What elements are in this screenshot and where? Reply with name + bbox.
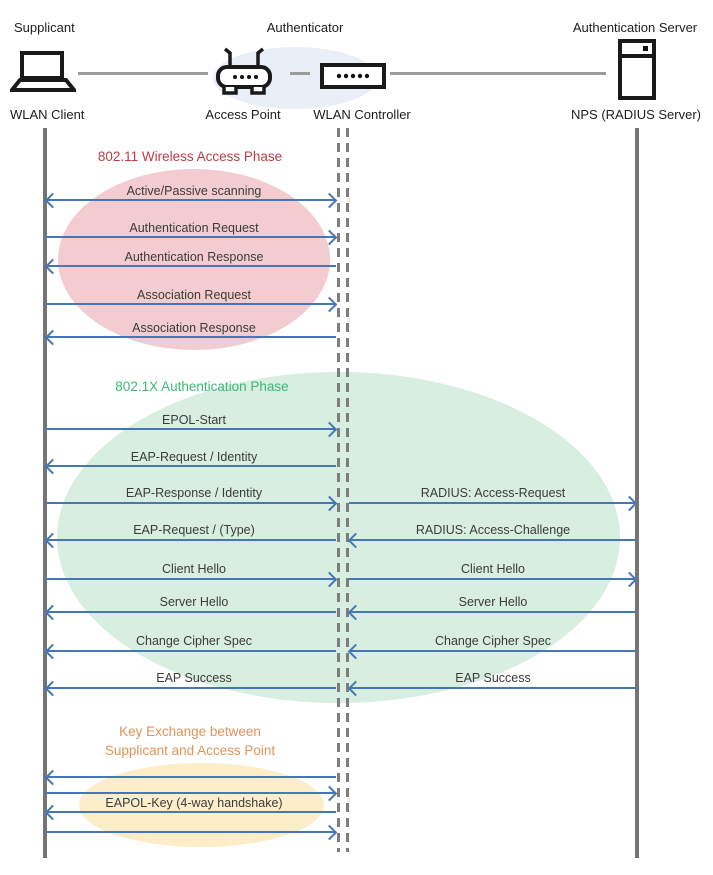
- message-arrow-both: [46, 199, 336, 201]
- message-arrow-left: [46, 611, 336, 613]
- message-arrow-left: [46, 265, 336, 267]
- message-arrow-left: [349, 650, 636, 652]
- key-exchange-title-line2: Supplicant and Access Point: [104, 743, 276, 758]
- message-arrow-right: [46, 236, 336, 238]
- message-arrow-left: [349, 687, 636, 689]
- message-label: EAP Success: [156, 671, 232, 685]
- message-label: EAP Success: [455, 671, 531, 685]
- message-label: EAP-Response / Identity: [125, 486, 263, 500]
- message-label: Authentication Request: [129, 221, 259, 235]
- message-label: EPOL-Start: [162, 413, 226, 427]
- message-arrow-left: [46, 650, 336, 652]
- role-authentication-server: Authentication Server: [572, 20, 698, 35]
- label-wlan-controller: WLAN Controller: [313, 107, 411, 122]
- message-arrow-left: [46, 687, 336, 689]
- message-arrow-left: [46, 465, 336, 467]
- lifeline-wlan-client: [43, 128, 47, 858]
- role-supplicant: Supplicant: [14, 20, 75, 35]
- lifeline-nps-server: [635, 128, 639, 858]
- key-exchange-phase-title: Key Exchange between Supplicant and Acce…: [60, 722, 320, 760]
- label-nps-radius-server: NPS (RADIUS Server): [570, 107, 702, 122]
- laptop-icon: [10, 51, 76, 92]
- message-label: Active/Passive scanning: [126, 184, 262, 198]
- message-arrow-right: [46, 303, 336, 305]
- message-label: Change Cipher Spec: [434, 634, 552, 648]
- connector-dash: [290, 72, 310, 75]
- server-icon: [618, 39, 656, 100]
- message-label: Client Hello: [461, 562, 525, 576]
- label-access-point: Access Point: [205, 107, 281, 122]
- message-arrow-right: [349, 578, 636, 580]
- message-arrow-right: [46, 502, 336, 504]
- eapol-arrow-right: [46, 831, 336, 833]
- message-label: Client Hello: [162, 562, 226, 576]
- message-label: EAP-Request / Identity: [130, 450, 258, 464]
- message-label: Server Hello: [159, 595, 229, 609]
- wireless-access-phase-title: 802.11 Wireless Access Phase: [97, 149, 283, 164]
- lifeline-wlan-controller-left: [337, 128, 340, 852]
- message-arrow-left: [46, 539, 336, 541]
- message-arrow-left: [46, 336, 336, 338]
- key-exchange-title-line1: Key Exchange between: [119, 724, 261, 739]
- message-label: Server Hello: [458, 595, 528, 609]
- authentication-phase-title: 802.1X Authentication Phase: [115, 379, 289, 394]
- connector-line: [390, 72, 606, 75]
- eapol-arrow-left: [46, 776, 336, 778]
- eapol-key-label: EAPOL-Key (4-way handshake): [105, 796, 283, 810]
- access-point-icon: [216, 47, 272, 95]
- message-label: Association Response: [132, 321, 256, 335]
- message-arrow-right: [46, 428, 336, 430]
- message-arrow-left: [349, 539, 636, 541]
- connector-line: [78, 72, 208, 75]
- message-label: Change Cipher Spec: [135, 634, 253, 648]
- message-arrow-right: [46, 578, 336, 580]
- eapol-arrow-left: [46, 811, 336, 813]
- message-label: EAP-Request / (Type): [133, 523, 255, 537]
- message-label: RADIUS: Access-Request: [420, 486, 566, 500]
- message-label: Association Request: [137, 288, 251, 302]
- message-label: RADIUS: Access-Challenge: [415, 523, 571, 537]
- label-wlan-client: WLAN Client: [10, 107, 85, 122]
- message-arrow-left: [349, 611, 636, 613]
- lifeline-wlan-controller-right: [346, 128, 349, 852]
- role-authenticator: Authenticator: [266, 20, 344, 35]
- eapol-arrow-right: [46, 792, 336, 794]
- wlan-controller-icon: [320, 63, 386, 89]
- message-label: Authentication Response: [124, 250, 264, 264]
- message-arrow-right: [349, 502, 636, 504]
